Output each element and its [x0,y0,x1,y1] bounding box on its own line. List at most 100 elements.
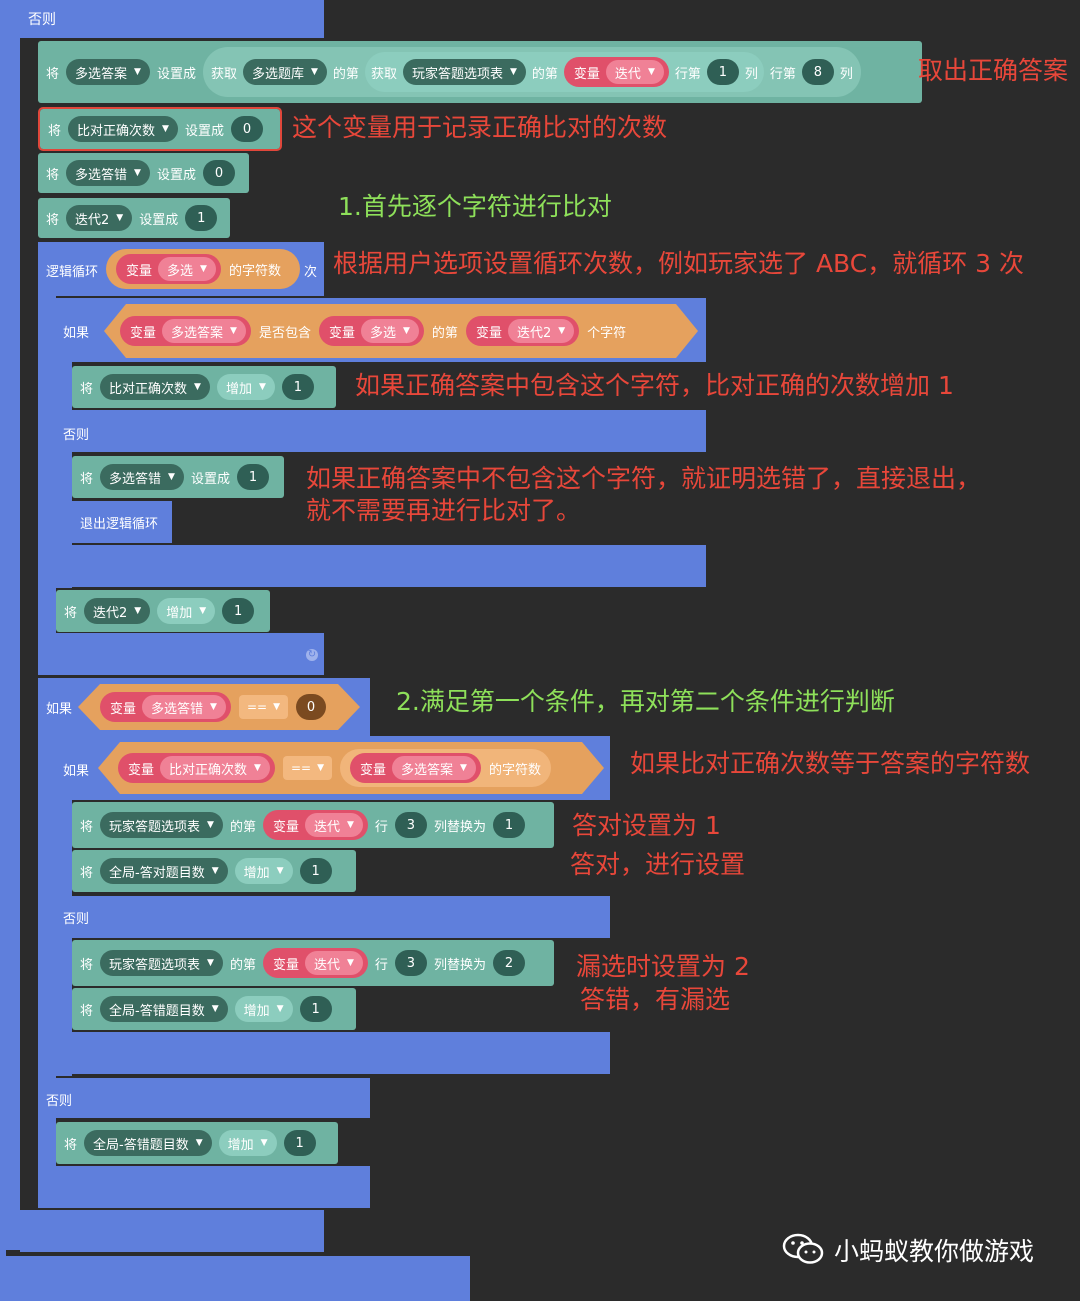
dropdown-arrow-icon: ▼ [207,820,214,830]
set-block-wrong-1[interactable]: 将 多选答错▼ 设置成 1 [72,456,284,498]
variable-reporter[interactable]: 变量多选答案▼ [350,753,481,783]
var-dropdown[interactable]: 多选▼ [158,257,216,281]
var-dropdown[interactable]: 多选答案▼ [66,59,150,85]
kw-col: 列 [839,66,853,82]
number-input[interactable]: 0 [202,160,235,186]
variable-reporter[interactable]: 变量迭代▼ [262,948,368,978]
increase-block-wrong-count-else[interactable]: 将 全局-答错题目数▼ 增加▼ 1 [56,1122,338,1164]
op-dropdown[interactable]: 增加▼ [157,598,216,624]
get-expression[interactable]: 获取 多选题库▼ 的第 获取 玩家答题选项表▼ 的第 变量迭代▼ 行第 1 列 … [202,47,861,97]
number-input[interactable]: 0 [230,116,263,142]
dropdown-arrow-icon: ▼ [134,606,142,616]
op-dropdown[interactable]: 增加▼ [216,374,275,400]
dropdown-arrow-icon: ▼ [558,326,566,336]
kw-char-count: 的字符数 [228,263,281,279]
dropdown-arrow-icon: ▼ [347,958,354,968]
kw-set: 将 [64,605,78,621]
number-input[interactable]: 3 [394,950,427,976]
number-input[interactable]: 2 [492,950,525,976]
var-dropdown[interactable]: 迭代2▼ [66,205,133,231]
variable-reporter[interactable]: 变量多选▼ [116,254,221,284]
variable-reporter[interactable]: 变量迭代2▼ [466,316,579,346]
dropdown-arrow-icon: ▼ [317,763,324,773]
number-input[interactable]: 1 [283,1130,316,1156]
set-block-wrong[interactable]: 将 多选答错▼ 设置成 0 [38,153,249,193]
var-dropdown[interactable]: 多选▼ [361,319,419,343]
op-dropdown[interactable]: 增加▼ [218,1130,277,1156]
get-inner-expression[interactable]: 获取 玩家答题选项表▼ 的第 变量迭代▼ 行第 1 列 [364,52,764,92]
set-block-answer[interactable]: 将 多选答案▼ 设置成 获取 多选题库▼ 的第 获取 玩家答题选项表▼ 的第 变… [38,41,922,103]
kw-get: 获取 [370,66,397,82]
dropdown-arrow-icon: ▼ [200,264,207,274]
increase-block-wrong-count[interactable]: 将 全局-答错题目数▼ 增加▼ 1 [72,988,356,1030]
operator-dropdown[interactable]: ==▼ [239,695,288,719]
dropdown-arrow-icon: ▼ [211,866,219,876]
dropdown-arrow-icon: ▼ [460,763,467,773]
var-dropdown[interactable]: 比对正确次数▼ [100,374,210,400]
replace-block-missed[interactable]: 将 玩家答题选项表▼ 的第 变量迭代▼ 行 3 列替换为 2 [72,940,554,986]
var-dropdown[interactable]: 迭代▼ [605,60,664,84]
number-input[interactable]: 1 [299,858,332,884]
table-dropdown[interactable]: 玩家答题选项表▼ [402,59,526,85]
var-dropdown[interactable]: 迭代▼ [304,813,363,837]
variable-reporter[interactable]: 变量多选答案▼ [120,316,251,346]
var-dropdown[interactable]: 多选答错▼ [142,695,226,719]
number-input[interactable]: 8 [801,59,834,85]
variable-reporter[interactable]: 变量迭代▼ [563,57,669,87]
source-dropdown[interactable]: 多选题库▼ [242,59,327,85]
table-dropdown[interactable]: 玩家答题选项表▼ [100,950,223,976]
variable-reporter[interactable]: 变量多选▼ [319,316,424,346]
op-dropdown[interactable]: 增加▼ [234,858,293,884]
loop-count-expression[interactable]: 变量多选▼ 的字符数 [106,249,300,289]
if3-condition[interactable]: 变量比对正确次数▼ ==▼ 变量多选答案▼ 的字符数 [98,742,604,794]
number-input[interactable]: 1 [706,59,739,85]
number-input[interactable]: 3 [394,812,427,838]
if2-condition[interactable]: 变量多选答错▼ ==▼ 0 [78,684,360,730]
increase-block-match-count[interactable]: 将 比对正确次数▼ 增加▼ 1 [72,366,336,408]
char-count-expression[interactable]: 变量多选答案▼ 的字符数 [340,749,551,787]
var-dropdown[interactable]: 迭代▼ [304,951,363,975]
var-dropdown[interactable]: 比对正确次数▼ [160,756,270,780]
set-block-iter2[interactable]: 将 迭代2▼ 设置成 1 [38,198,230,238]
set-block-match-count[interactable]: 将 比对正确次数▼ 设置成 0 [38,107,282,151]
var-dropdown[interactable]: 迭代2▼ [508,319,574,343]
annotation-correct-1: 答对设置为 1 [572,811,721,840]
dropdown-arrow-icon: ▼ [254,763,261,773]
number-input[interactable]: 1 [222,598,255,624]
number-input[interactable]: 0 [296,694,326,720]
number-input[interactable]: 1 [236,464,269,490]
increase-block-right-count[interactable]: 将 全局-答对题目数▼ 增加▼ 1 [72,850,356,892]
var-dropdown[interactable]: 全局-答对题目数▼ [100,858,228,884]
kw-times: 次 [304,265,318,280]
variable-reporter[interactable]: 变量多选答错▼ [100,692,231,722]
op-dropdown[interactable]: 增加▼ [234,996,293,1022]
variable-reporter[interactable]: 变量比对正确次数▼ [118,753,275,783]
if1-else-label: 否则 [63,428,90,443]
var-dropdown[interactable]: 迭代2▼ [84,598,151,624]
var-dropdown[interactable]: 全局-答错题目数▼ [84,1130,212,1156]
dropdown-arrow-icon: ▼ [273,702,280,712]
number-input[interactable]: 1 [492,812,525,838]
table-dropdown[interactable]: 玩家答题选项表▼ [100,812,223,838]
number-input[interactable]: 1 [299,996,332,1022]
var-dropdown[interactable]: 多选答案▼ [162,319,246,343]
exit-loop-block[interactable]: 退出逻辑循环 [72,501,172,543]
dropdown-arrow-icon: ▼ [194,382,201,392]
variable-reporter[interactable]: 变量迭代▼ [262,810,368,840]
watermark: 小蚂蚁教你做游戏 [782,1232,1034,1268]
number-input[interactable]: 1 [281,374,314,400]
var-dropdown[interactable]: 多选答错▼ [66,160,150,186]
if1-condition[interactable]: 变量多选答案▼ 是否包含 变量多选▼ 的第 变量迭代2▼ 个字符 [104,304,698,358]
kw-row: 行 [374,819,388,835]
kw-of-nth: 的第 [531,66,558,82]
var-dropdown[interactable]: 比对正确次数▼ [68,116,178,142]
if3-else-bar [56,896,610,938]
increase-block-iter2[interactable]: 将 迭代2▼ 增加▼ 1 [56,590,270,632]
operator-dropdown[interactable]: ==▼ [283,756,332,780]
replace-block-correct[interactable]: 将 玩家答题选项表▼ 的第 变量迭代▼ 行 3 列替换为 1 [72,802,554,848]
var-dropdown[interactable]: 全局-答错题目数▼ [100,996,228,1022]
var-dropdown[interactable]: 多选答案▼ [392,756,476,780]
loop-gear-icon[interactable]: ↻ [306,649,318,661]
var-dropdown[interactable]: 多选答错▼ [100,464,184,490]
number-input[interactable]: 1 [185,205,218,231]
